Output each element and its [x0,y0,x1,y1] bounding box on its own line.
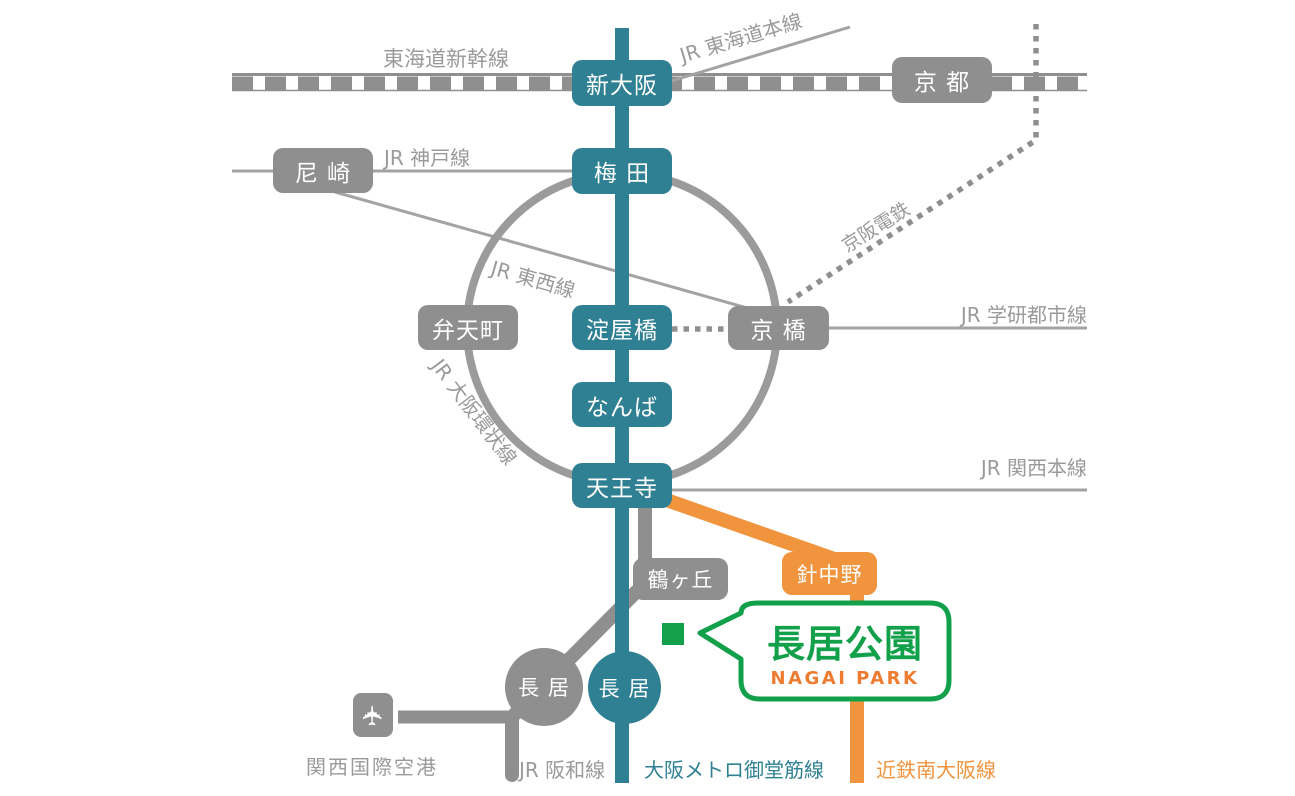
keihan-line [786,24,1039,305]
station-bentencho: 弁天町 [418,305,518,350]
station-kyobashi: 京 橋 [728,306,829,350]
park-marker [662,623,684,645]
label-jr-hanwa: JR 阪和線 [519,758,606,782]
station-yodoyabashi: 淀屋橋 [572,305,672,350]
airplane-icon: ✈ [357,703,389,727]
station-tsurugaoka: 鶴ヶ丘 [633,558,728,600]
airport-icon-box: ✈ [353,693,393,737]
station-harinakano: 針中野 [782,552,877,595]
label-jr-kobe: JR 神戸線 [384,146,471,170]
station-nagai-metro: 長 居 [588,651,661,724]
station-nagai-jr: 長 居 [505,648,583,726]
label-jr-gakkentoshi: JR 学研都市線 [960,303,1087,327]
label-tokaido-shinkansen: 東海道新幹線 [383,47,509,71]
nagai-park-subtitle: NAGAI PARK [770,668,920,689]
jr-hanwa-line [505,488,652,782]
station-kyoto: 京 都 [892,57,992,103]
nagai-park-callout-bubble [697,600,952,702]
label-osaka-metro-midosuji: 大阪メトロ御堂筋線 [644,758,824,782]
station-umeda: 梅 田 [572,148,672,194]
station-tennoji: 天王寺 [572,463,672,508]
label-jr-kansai-main: JR 関西本線 [980,456,1087,480]
label-kintetsu-minami-osaka: 近鉄南大阪線 [876,758,996,782]
label-kansai-airport: 関西国際空港 [306,755,438,779]
jr-tozai-line [334,190,766,315]
station-namba: なんば [572,382,672,427]
station-shin-osaka: 新大阪 [572,60,672,106]
jr-tokaido-main-line [667,25,851,84]
station-amagasaki: 尼 崎 [273,148,373,193]
nagai-park-title: 長居公園 [766,622,923,666]
